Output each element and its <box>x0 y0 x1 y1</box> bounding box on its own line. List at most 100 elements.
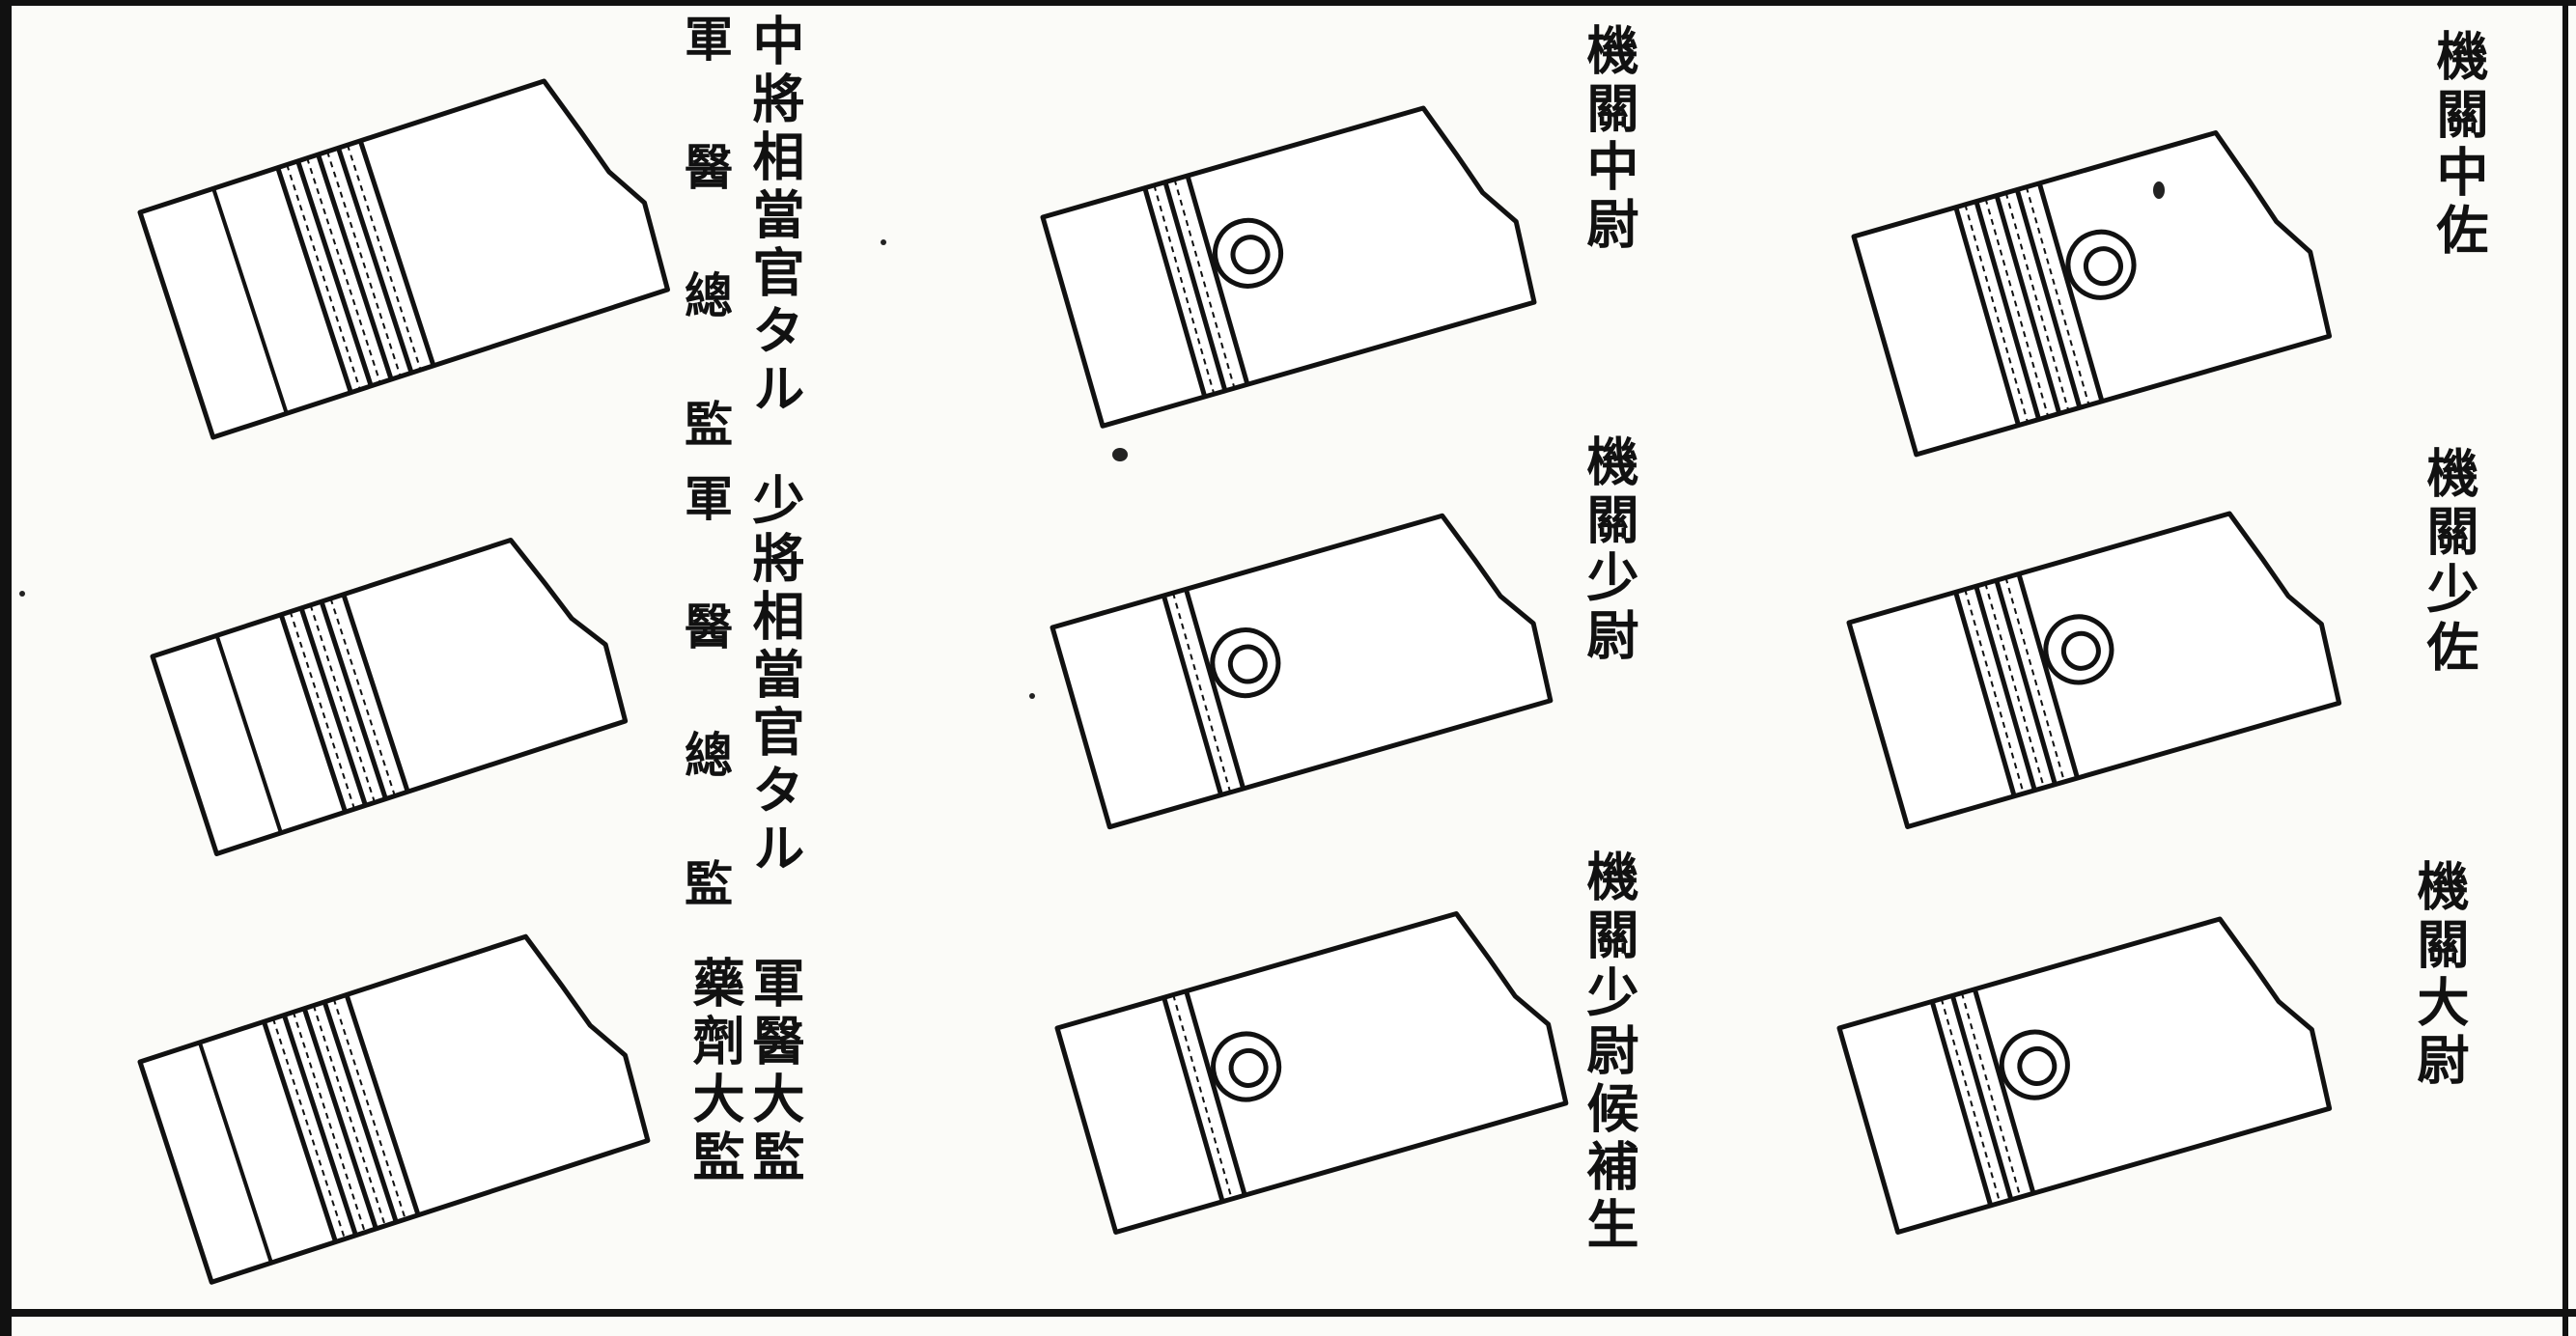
frame-bottom <box>0 1309 2576 1317</box>
cuff-insignia-right-1 <box>1825 92 2375 483</box>
rank-stripe <box>1974 585 2037 792</box>
insignia-drawing <box>1851 130 2333 458</box>
rank-stripe <box>275 166 353 394</box>
curl-outer-ring <box>2065 229 2137 300</box>
rank-stripe <box>298 607 368 807</box>
caption-right-3: 機關大尉 <box>2408 859 2470 1091</box>
caption-mid-3: 機關少尉候補生 <box>1578 849 1639 1255</box>
sleeve-outline <box>137 78 670 440</box>
frame-top <box>0 0 2576 6</box>
frame-right <box>2562 0 2568 1336</box>
insignia-drawing <box>150 537 629 856</box>
cuff-insignia-mid-3 <box>1028 883 1617 1260</box>
insignia-drawing <box>1836 916 2333 1235</box>
sleeve-outline <box>1040 105 1537 429</box>
caption-left-2-title: 軍 醫 總 監 <box>677 473 734 918</box>
caption-left-3-rank: 軍醫大監 <box>743 956 805 1187</box>
sleeve-outline <box>1050 513 1554 830</box>
rank-stripe-border <box>1184 588 1246 790</box>
print-speck <box>881 239 886 245</box>
curl-inner-ring <box>2017 1045 2058 1086</box>
rank-stripe-hatch <box>271 1017 347 1239</box>
rank-stripe <box>1994 579 2058 786</box>
rank-stripe-hatch <box>306 157 381 384</box>
rank-stripe-border <box>2036 182 2105 403</box>
cuff-insignia-right-2 <box>1820 478 2390 854</box>
cuff-insignia-mid-1 <box>1014 72 1583 454</box>
cuff-insignia-left-2 <box>124 512 674 883</box>
rank-stripe-hatch <box>326 151 402 377</box>
print-speck <box>1029 693 1035 699</box>
caption-mid-1: 機關中尉 <box>1578 23 1639 255</box>
cuff-edge-line <box>214 634 283 834</box>
curl-outer-ring <box>1213 217 1284 289</box>
insignia-drawing <box>137 78 670 440</box>
rank-stripe-hatch <box>292 1012 366 1233</box>
insignia-drawing <box>1846 511 2342 829</box>
caption-right-1: 機關中佐 <box>2427 29 2489 261</box>
rank-stripe-border <box>1185 175 1250 385</box>
curl-inner-ring <box>1227 644 1268 684</box>
curl-outer-ring <box>2043 614 2114 685</box>
rank-stripe <box>1949 994 2014 1201</box>
caption-left-1-rank: 中將相當官タル <box>743 14 805 419</box>
caption-right-2: 機關少佐 <box>2418 446 2479 678</box>
rank-stripe <box>1953 591 2017 797</box>
rank-stripe-hatch <box>1940 998 2002 1204</box>
cuff-edge-line <box>211 187 289 414</box>
rank-stripe-hatch <box>1173 179 1236 389</box>
cuff-insignia-left-3 <box>111 917 690 1313</box>
curl-inner-ring <box>2060 630 2101 671</box>
print-speck <box>19 591 25 597</box>
rank-stripe <box>278 613 348 813</box>
frame-left <box>0 0 12 1336</box>
insignia-drawing <box>137 933 651 1285</box>
rank-stripe <box>1162 181 1228 392</box>
sleeve-outline <box>150 537 629 856</box>
rank-stripe-hatch <box>1964 589 2025 794</box>
rank-stripe-hatch <box>289 611 356 810</box>
rank-stripe-hatch <box>312 1005 386 1227</box>
caption-mid-2: 機關少尉 <box>1578 434 1639 666</box>
rank-stripe <box>301 1007 378 1230</box>
rank-stripe-hatch <box>309 604 376 803</box>
rank-stripe <box>281 1014 358 1237</box>
rank-stripe <box>336 147 414 375</box>
cuff-edge-line <box>197 1042 273 1264</box>
rank-stripe <box>262 1020 338 1243</box>
rank-stripe <box>1161 595 1224 796</box>
rank-stripe <box>316 153 394 380</box>
rank-stripe-border <box>2016 572 2080 779</box>
cuff-insignia-right-3 <box>1810 883 2380 1260</box>
rank-stripe-border <box>357 140 436 367</box>
rank-stripe <box>1953 206 2021 427</box>
rank-stripe <box>2014 188 2083 409</box>
rank-stripe-hatch <box>286 164 361 390</box>
curl-outer-ring <box>1210 627 1281 699</box>
rank-stripe <box>322 1001 399 1223</box>
rank-stripe <box>1142 186 1208 398</box>
rank-stripe <box>319 600 388 800</box>
rank-stripe-hatch <box>2004 577 2066 783</box>
rank-stripe-hatch <box>1153 184 1216 395</box>
rank-stripe-border <box>344 993 421 1216</box>
rank-stripe <box>1162 996 1225 1203</box>
rank-stripe-hatch <box>332 998 406 1220</box>
rank-stripe <box>1974 200 2042 421</box>
curl-outer-ring <box>1999 1029 2070 1100</box>
cuff-insignia-left-1 <box>111 68 710 468</box>
curl-inner-ring <box>1230 235 1271 275</box>
caption-left-1-title: 軍 醫 總 監 <box>677 14 734 459</box>
caption-left-3-title: 藥劑大監 <box>684 956 745 1187</box>
curl-outer-ring <box>1211 1031 1282 1102</box>
rank-stripe <box>1929 1000 1994 1207</box>
sleeve-outline <box>1054 910 1569 1235</box>
cuff-insignia-mid-2 <box>1023 483 1603 854</box>
rank-stripe <box>1994 194 2062 415</box>
rank-stripe-hatch <box>329 598 396 796</box>
rank-stripe-hatch <box>346 144 422 371</box>
caption-left-2-rank: 少將相當官タル <box>743 473 805 878</box>
curl-inner-ring <box>2083 246 2123 287</box>
rank-stripe-border <box>1972 988 2036 1194</box>
